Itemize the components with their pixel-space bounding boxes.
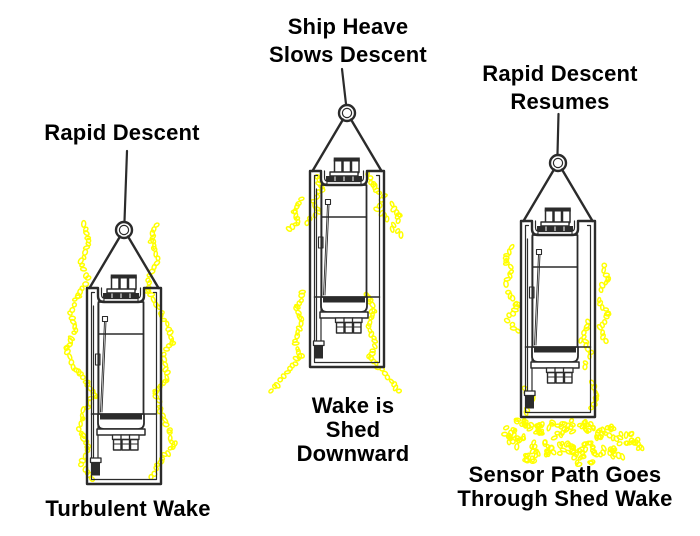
label-wake-is-shed-downward: Wake is Shed Downward [255, 394, 451, 466]
label-line: Downward [296, 441, 410, 466]
label-line: Resumes [510, 89, 610, 114]
label-line: Turbulent Wake [45, 496, 211, 521]
hoist-line-left [123, 149, 129, 223]
ctd-instrument-left [85, 220, 163, 486]
hoist-line-right [556, 112, 560, 156]
wake-swirls-right-panel [501, 243, 645, 468]
label-line: Ship Heave [287, 14, 409, 39]
label-rapid-descent: Rapid Descent [24, 119, 220, 147]
ctd-instrument-right [519, 153, 597, 419]
label-line: Rapid Descent [482, 61, 638, 86]
label-sensor-path-goes-through-shed-wake: Sensor Path Goes Through Shed Wake [447, 463, 683, 511]
label-line: Sensor Path Goes [468, 462, 662, 487]
label-line: Slows Descent [269, 42, 427, 67]
ctd-instrument-middle [308, 103, 386, 369]
label-line: Through Shed Wake [457, 486, 673, 511]
label-line: Rapid Descent [44, 120, 200, 145]
label-turbulent-wake: Turbulent Wake [28, 497, 228, 521]
label-ship-heave-slows-descent: Ship Heave Slows Descent [250, 13, 446, 69]
label-rapid-descent-resumes: Rapid Descent Resumes [462, 60, 658, 116]
wake-swirls-middle-panel [268, 170, 404, 394]
hoist-line-middle [340, 67, 348, 106]
label-line: Wake is [311, 393, 395, 418]
label-line: Shed [325, 417, 381, 442]
wake-swirls-left-panel [63, 219, 178, 483]
